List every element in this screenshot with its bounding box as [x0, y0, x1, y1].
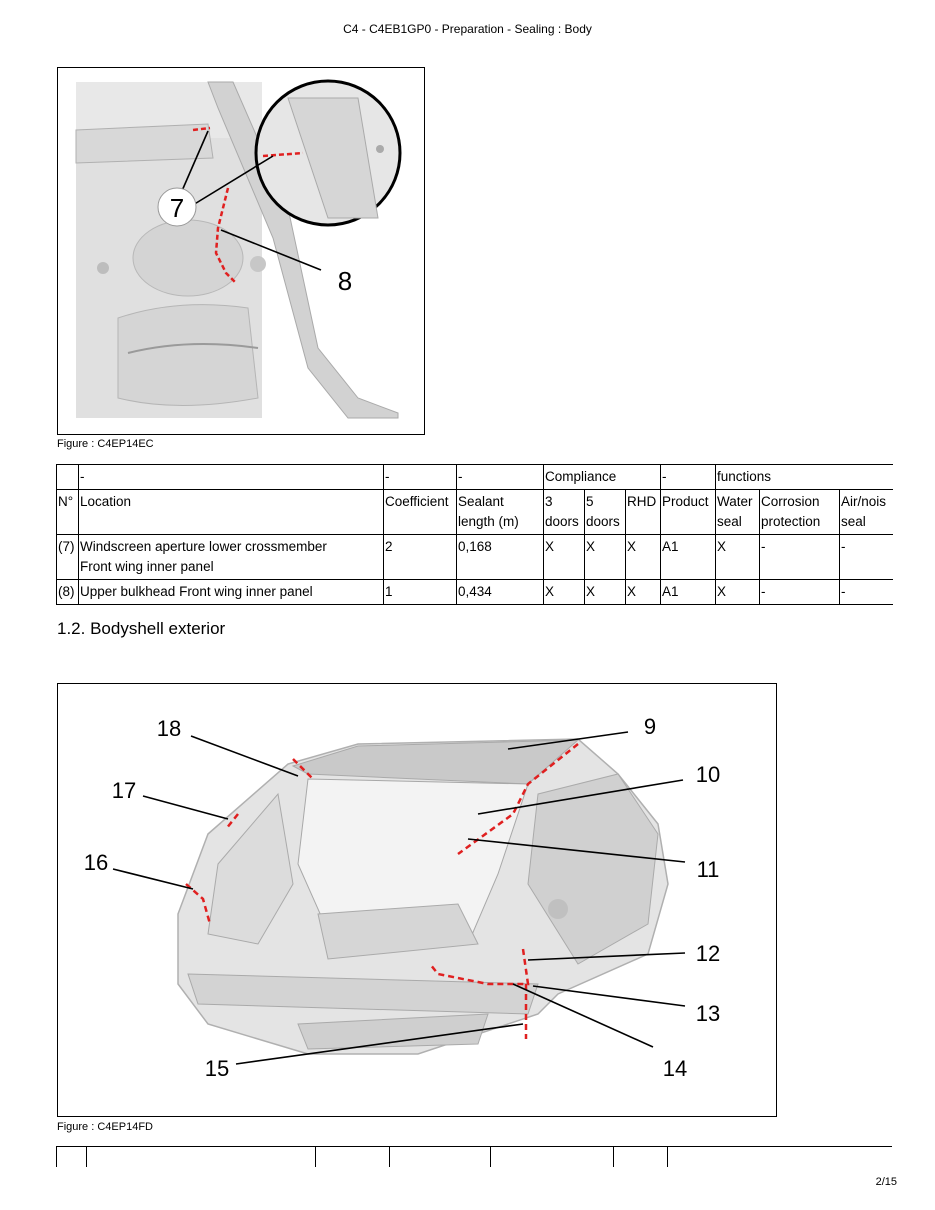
table-row: (7) Windscreen aperture lower crossmembe…	[56, 534, 893, 580]
page-header: C4 - C4EB1GP0 - Preparation - Sealing : …	[343, 22, 592, 36]
callout-12: 12	[696, 941, 720, 966]
cell-coefficient: 2	[383, 534, 457, 580]
group-cell: -	[383, 464, 457, 490]
callout-9: 9	[644, 714, 656, 739]
header-coefficient: Coefficient	[383, 489, 457, 535]
cell-rhd: X	[625, 579, 661, 605]
group-cell: -	[78, 464, 384, 490]
cell-5-doors: X	[584, 534, 626, 580]
cell-water: X	[715, 534, 760, 580]
cell-air-noise: -	[838, 579, 893, 605]
cell-product: A1	[660, 579, 716, 605]
cell-corrosion: -	[759, 579, 840, 605]
header-rhd: RHD	[625, 489, 661, 535]
header-product: Product	[660, 489, 716, 535]
callout-13: 13	[696, 1001, 720, 1026]
cell-num: (8)	[56, 579, 79, 605]
cell-corrosion: -	[759, 534, 840, 580]
group-cell: -	[456, 464, 544, 490]
section-title: 1.2. Bodyshell exterior	[57, 619, 226, 638]
next-table-top	[56, 1146, 892, 1167]
header-location: Location	[78, 489, 384, 535]
header-num: N°	[56, 489, 79, 535]
cell-3-doors: X	[543, 534, 585, 580]
sealing-table: - - - Compliance - functions N° Location…	[56, 464, 893, 605]
cell-5-doors: X	[584, 579, 626, 605]
cell-3-doors: X	[543, 579, 585, 605]
group-cell: -	[660, 464, 716, 490]
cell-coefficient: 1	[383, 579, 457, 605]
group-functions: functions	[714, 464, 893, 490]
cell-location: Upper bulkhead Front wing inner panel	[78, 579, 384, 605]
figure-c4ep14ec: 7 8	[57, 67, 425, 435]
callout-18: 18	[157, 716, 181, 741]
cell-rhd: X	[625, 534, 661, 580]
figure-1-illustration: 7 8	[75, 79, 402, 419]
callout-17: 17	[112, 778, 136, 803]
figure-1-caption: Figure : C4EP14EC	[57, 438, 154, 450]
callout-8: 8	[338, 266, 352, 296]
callout-14: 14	[663, 1056, 687, 1081]
table-group-row: - - - Compliance - functions	[56, 464, 893, 490]
callout-10: 10	[696, 762, 720, 787]
cell-product: A1	[660, 534, 716, 580]
callout-7: 7	[170, 193, 184, 223]
callout-11: 11	[697, 857, 720, 882]
cell-air-noise: -	[838, 534, 893, 580]
page-number: 2/15	[875, 1176, 897, 1188]
table-row: (8) Upper bulkhead Front wing inner pane…	[56, 579, 893, 605]
callout-16: 16	[84, 850, 108, 875]
cell-length: 0,434	[456, 579, 544, 605]
cell-water: X	[715, 579, 760, 605]
figure-c4ep14fd: 9 10 11 12 13 14 15 16 17 18	[57, 683, 777, 1117]
cell-length: 0,168	[456, 534, 544, 580]
figure-2-caption: Figure : C4EP14FD	[57, 1121, 153, 1133]
figure-2-illustration: 9 10 11 12 13 14 15 16 17 18	[84, 714, 720, 1081]
group-compliance: Compliance	[543, 464, 661, 490]
callout-15: 15	[205, 1056, 229, 1081]
cell-num: (7)	[56, 534, 79, 580]
